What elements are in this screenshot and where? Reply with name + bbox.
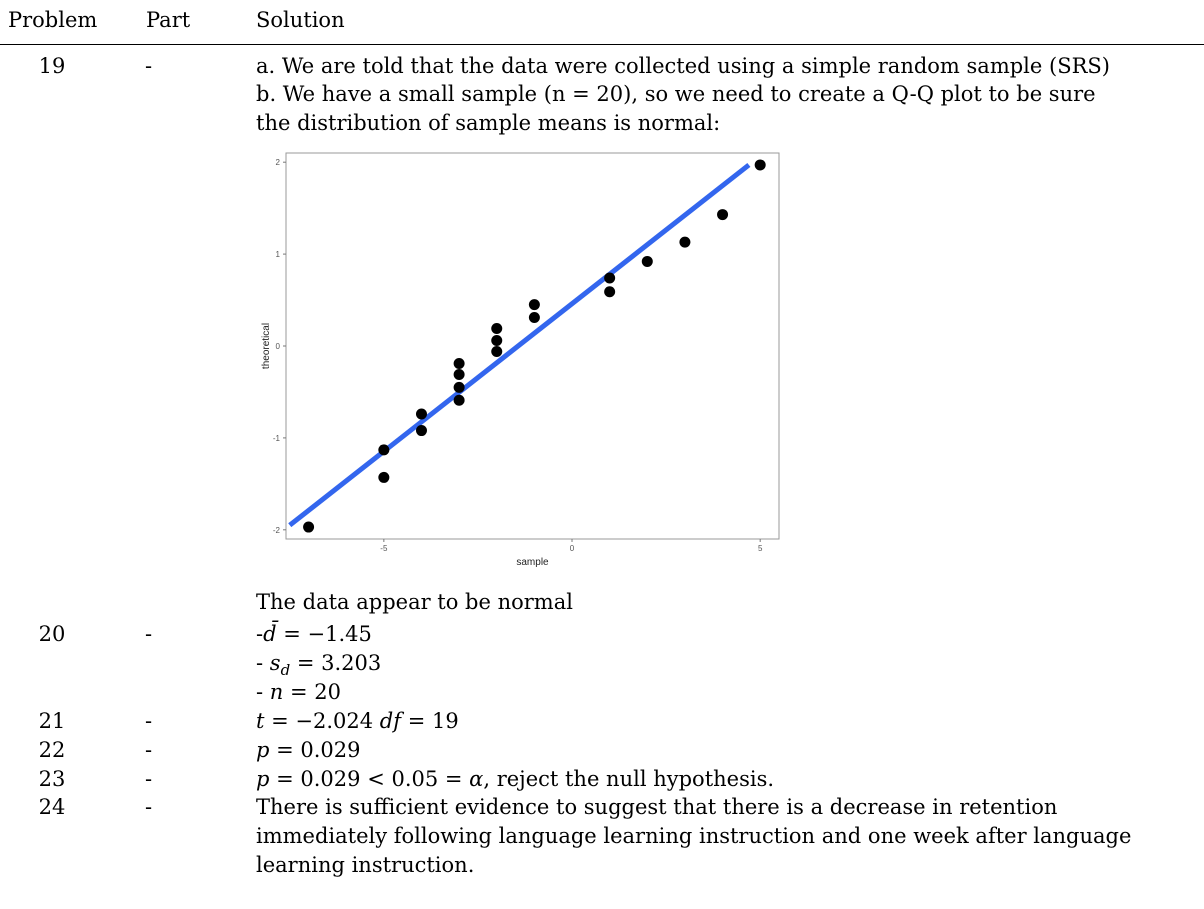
y-tick-label: -1 — [273, 434, 281, 443]
header-rule — [0, 44, 1204, 45]
row-24-line-3: learning instruction. — [256, 853, 475, 877]
data-point — [491, 334, 503, 346]
data-point — [378, 471, 390, 483]
row-19-line-c: the distribution of sample means is norm… — [256, 111, 721, 135]
x-axis-label: sample — [516, 557, 549, 568]
data-point — [641, 255, 653, 267]
y-tick-label: -2 — [273, 526, 281, 535]
row-19-part: - — [145, 54, 153, 78]
row-23-part: - — [145, 767, 153, 791]
x-tick-label: -5 — [380, 544, 388, 553]
data-point — [679, 236, 691, 248]
row-21-part: - — [145, 709, 153, 733]
row-21-problem: 21 — [38, 709, 66, 733]
row-22-problem: 22 — [38, 738, 66, 762]
data-point — [453, 357, 465, 369]
data-point — [528, 299, 540, 311]
data-point — [415, 408, 427, 420]
data-point — [491, 346, 503, 358]
row-20-sd-diff: - sd = 3.203 — [256, 651, 382, 680]
data-point — [415, 425, 427, 437]
row-20-problem: 20 — [38, 622, 66, 646]
y-tick-label: 2 — [276, 158, 281, 167]
row-19-line-a: a. We are told that the data were collec… — [256, 54, 1110, 78]
row-22-p-value: p = 0.029 — [256, 738, 361, 762]
header-part: Part — [146, 8, 191, 32]
row-23-decision: p = 0.029 < 0.05 = α, reject the null hy… — [256, 767, 775, 791]
row-20-part: - — [145, 622, 153, 646]
y-axis-label: theoretical — [261, 323, 272, 369]
row-19-conclusion: The data appear to be normal — [256, 590, 573, 614]
data-point — [453, 394, 465, 406]
row-24-problem: 24 — [38, 795, 66, 819]
x-tick-label: 0 — [570, 544, 575, 553]
data-point — [378, 444, 390, 456]
data-point — [528, 312, 540, 324]
row-20-n: - n = 20 — [256, 680, 341, 704]
y-tick-label: 0 — [276, 342, 281, 351]
x-tick-label: 5 — [758, 544, 763, 553]
data-point — [303, 521, 315, 533]
y-tick-label: 1 — [276, 250, 281, 259]
row-24-part: - — [145, 795, 153, 819]
row-19-problem: 19 — [38, 54, 66, 78]
row-19-line-b: b. We have a small sample (n = 20), so w… — [256, 82, 1096, 106]
qq-reference-line — [288, 162, 751, 528]
qq-plot: -2 -1 0 1 2 -5 0 5 sample theoretical — [261, 152, 780, 568]
data-point — [604, 272, 616, 284]
data-point — [604, 286, 616, 298]
row-22-part: - — [145, 738, 153, 762]
data-point — [754, 159, 766, 171]
row-24-line-2: immediately following language learning … — [256, 824, 1132, 848]
data-point — [453, 381, 465, 393]
header-solution: Solution — [256, 8, 345, 32]
data-point — [491, 323, 503, 335]
plot-panel — [285, 152, 780, 540]
header-problem: Problem — [8, 8, 98, 32]
row-21-test-stat: t = −2.024 df = 19 — [256, 709, 459, 733]
data-point — [717, 209, 729, 221]
row-20-mean-diff: -d̄ = −1.45 — [256, 622, 372, 646]
row-23-problem: 23 — [38, 767, 66, 791]
row-24-line-1: There is sufficient evidence to suggest … — [256, 795, 1058, 819]
data-point — [453, 368, 465, 380]
